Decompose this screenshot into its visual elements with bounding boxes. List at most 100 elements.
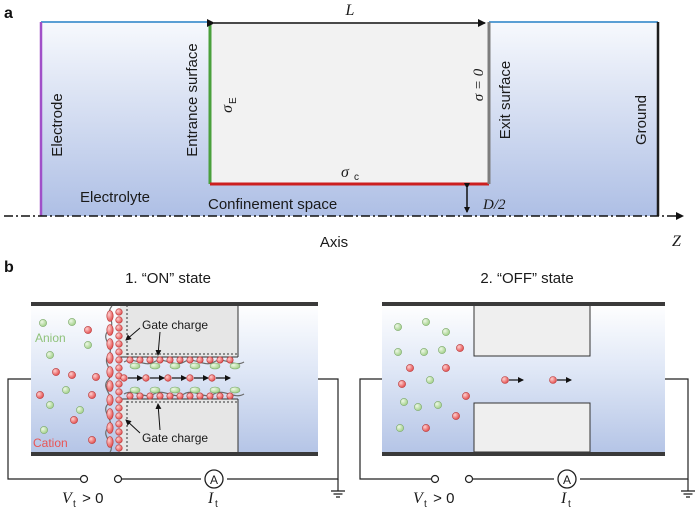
electrode-label: Electrode: [49, 93, 66, 156]
gate-charge-top-arrow-1: [125, 327, 141, 341]
cation-ion: [549, 376, 557, 384]
sigma-e-label: σ E: [219, 97, 239, 113]
anion-ion: [169, 362, 181, 370]
off-membrane-bottom: [473, 402, 591, 453]
cation-ion: [442, 364, 450, 372]
cation-ion: [106, 310, 114, 322]
cation-ion: [136, 356, 144, 364]
panel-b: b 1. “ON” state: [4, 259, 695, 510]
half-diameter-label: D/2: [482, 197, 506, 213]
sigma-c-subscript: c: [354, 172, 359, 183]
cation-ion: [196, 392, 204, 400]
cation-ion: [84, 326, 92, 334]
cation-ion: [52, 368, 60, 376]
anion-ion: [39, 319, 47, 327]
cation-label: Cation: [33, 436, 68, 450]
anion-ion: [394, 323, 402, 331]
anion-ion: [169, 386, 181, 394]
cation-ion: [176, 392, 184, 400]
cation-ion: [226, 356, 234, 364]
anion-ion: [420, 348, 428, 356]
off-ammeter-label: A: [563, 473, 571, 487]
cation-ion: [115, 348, 123, 356]
cation-ion: [115, 412, 123, 420]
panel-b-label: b: [4, 259, 14, 276]
anion-ion: [189, 362, 201, 370]
anion-ion: [189, 386, 201, 394]
cation-ion: [115, 316, 123, 324]
anion-ion: [46, 401, 54, 409]
anion-ion: [62, 386, 70, 394]
off-ammeter: [557, 469, 577, 489]
off-it-subscript: t: [568, 499, 571, 510]
cation-ion: [68, 371, 76, 379]
ground-label: Ground: [633, 95, 650, 145]
anion-ion: [68, 318, 76, 326]
off-ions: [394, 318, 572, 432]
anion-ion: [40, 426, 48, 434]
cation-ion: [115, 420, 123, 428]
off-vt-symbol: V: [413, 490, 425, 507]
on-state: 1. “ON” state Anion: [7, 270, 345, 510]
cation-ion: [36, 391, 44, 399]
anion-ion: [414, 403, 422, 411]
anion-ion: [149, 362, 161, 370]
sigma-zero-label: σ = 0: [471, 68, 487, 101]
cation-ion: [142, 374, 150, 382]
cation-ion: [106, 366, 114, 378]
cation-ion: [115, 340, 123, 348]
cation-ion: [166, 356, 174, 364]
pore-wall-region: [210, 22, 489, 184]
cation-ion: [186, 356, 194, 364]
anion-ion: [129, 362, 141, 370]
on-vt-tail: > 0: [78, 490, 103, 507]
off-state: 2. “OFF” state A V t > 0: [359, 270, 695, 510]
axis-label: Axis: [320, 234, 348, 251]
sigma-e-subscript: E: [228, 97, 239, 104]
confinement-space-label: Confinement space: [208, 196, 337, 213]
on-terminal-right: [113, 474, 123, 484]
cation-ion: [156, 356, 164, 364]
z-symbol: Z: [672, 233, 682, 250]
cation-ion: [146, 356, 154, 364]
anion-ion: [438, 346, 446, 354]
anion-ion: [209, 362, 221, 370]
off-it-symbol: I: [560, 490, 567, 507]
cation-ion: [406, 364, 414, 372]
gate-charge-top-label: Gate charge: [142, 318, 208, 332]
off-circuit-left: [359, 378, 431, 480]
cation-ion: [206, 392, 214, 400]
cation-ion: [106, 394, 114, 406]
cation-ion: [196, 356, 204, 364]
cation-ion: [166, 392, 174, 400]
anion-ion: [396, 424, 404, 432]
cation-ion: [186, 392, 194, 400]
cation-ion: [106, 380, 114, 392]
cation-ion: [115, 332, 123, 340]
cation-ion: [164, 374, 172, 382]
on-membrane-bottom: [120, 399, 238, 452]
cation-ion: [115, 404, 123, 412]
off-membrane-top: [473, 304, 591, 357]
anion-ion: [149, 386, 161, 394]
on-vt-label: V t > 0: [62, 490, 103, 510]
cation-ion: [70, 416, 78, 424]
cation-ion: [422, 424, 430, 432]
anion-ion: [442, 328, 450, 336]
cation-ion: [186, 374, 194, 382]
anion-ion: [426, 376, 434, 384]
off-terminal-left: [430, 474, 440, 484]
on-vt-subscript: t: [73, 499, 76, 510]
anion-ion: [434, 401, 442, 409]
cation-ion: [88, 391, 96, 399]
cation-ion: [462, 392, 470, 400]
cation-ion: [115, 356, 123, 364]
on-vt-symbol: V: [62, 490, 74, 507]
off-vt-subscript: t: [424, 499, 427, 510]
cation-ion: [115, 444, 123, 452]
cation-ion: [88, 436, 96, 444]
cation-ion: [120, 374, 128, 382]
cation-ion: [146, 392, 154, 400]
anion-ion: [229, 386, 241, 394]
cation-ion: [115, 396, 123, 404]
